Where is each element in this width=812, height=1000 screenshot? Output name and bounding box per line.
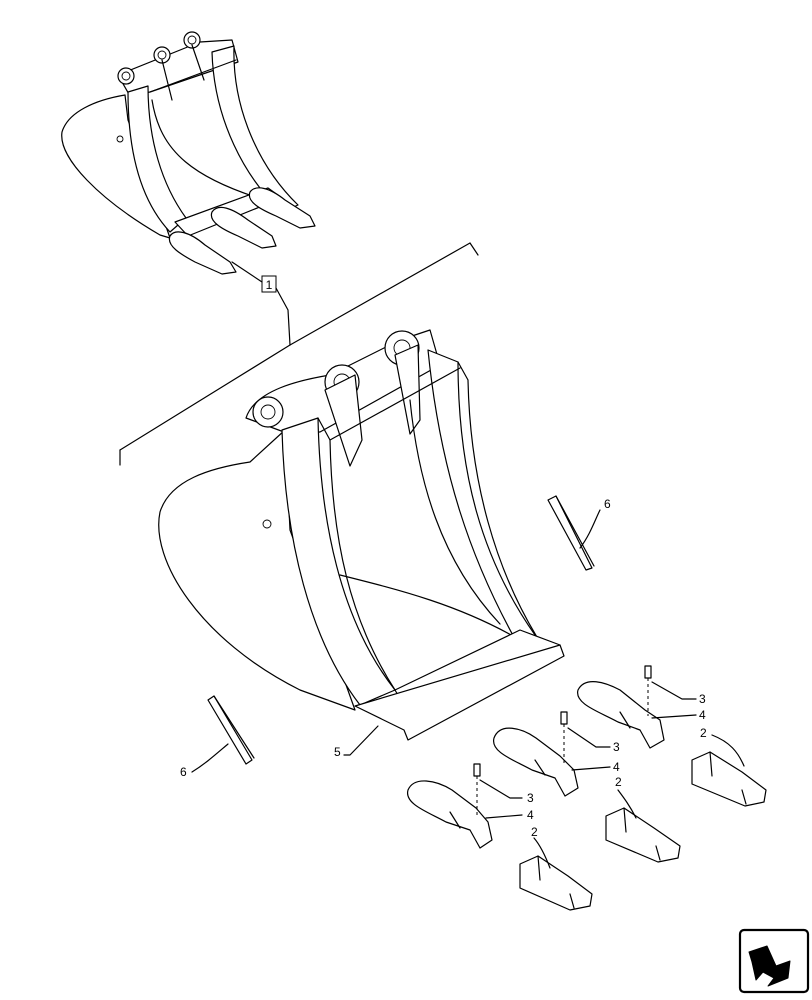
pin-callout-middle: 3 xyxy=(613,740,620,754)
side-cutter-right xyxy=(547,495,595,571)
tooth-callout-left: 2 xyxy=(531,825,538,839)
adapter-callout-left: 4 xyxy=(527,808,534,822)
pin-callout-left: 3 xyxy=(527,791,534,805)
side-cutter-callout-right: 6 xyxy=(604,497,611,511)
next-page-arrow-icon[interactable] xyxy=(738,928,810,994)
pin-callout-right: 3 xyxy=(699,692,706,706)
pin-right xyxy=(644,665,652,716)
callouts: 6 6 5 3 4 2 3 4 2 3 4 2 xyxy=(180,497,745,869)
tooth-callout-right: 2 xyxy=(700,726,707,740)
adapter-right xyxy=(577,681,665,749)
tooth-right xyxy=(691,751,767,807)
adapter-callout-right: 4 xyxy=(699,708,706,722)
assembly-callout: 1 xyxy=(119,242,479,466)
cutting-edge-callout: 5 xyxy=(334,745,341,759)
bucket-body xyxy=(158,329,565,741)
adapter-middle xyxy=(493,727,579,797)
adapter-left xyxy=(407,780,493,849)
pin-left xyxy=(473,763,481,818)
side-cutter-callout-left: 6 xyxy=(180,765,187,779)
side-cutter-left xyxy=(207,695,255,765)
adapter-callout-middle: 4 xyxy=(613,760,620,774)
pin-middle xyxy=(560,711,568,764)
tooth-callout-middle: 2 xyxy=(615,775,622,789)
tooth-middle xyxy=(605,807,681,863)
bucket-assembly-thumbnail xyxy=(61,31,316,275)
assembly-callout-label: 1 xyxy=(266,278,273,292)
tooth-left xyxy=(519,855,593,911)
